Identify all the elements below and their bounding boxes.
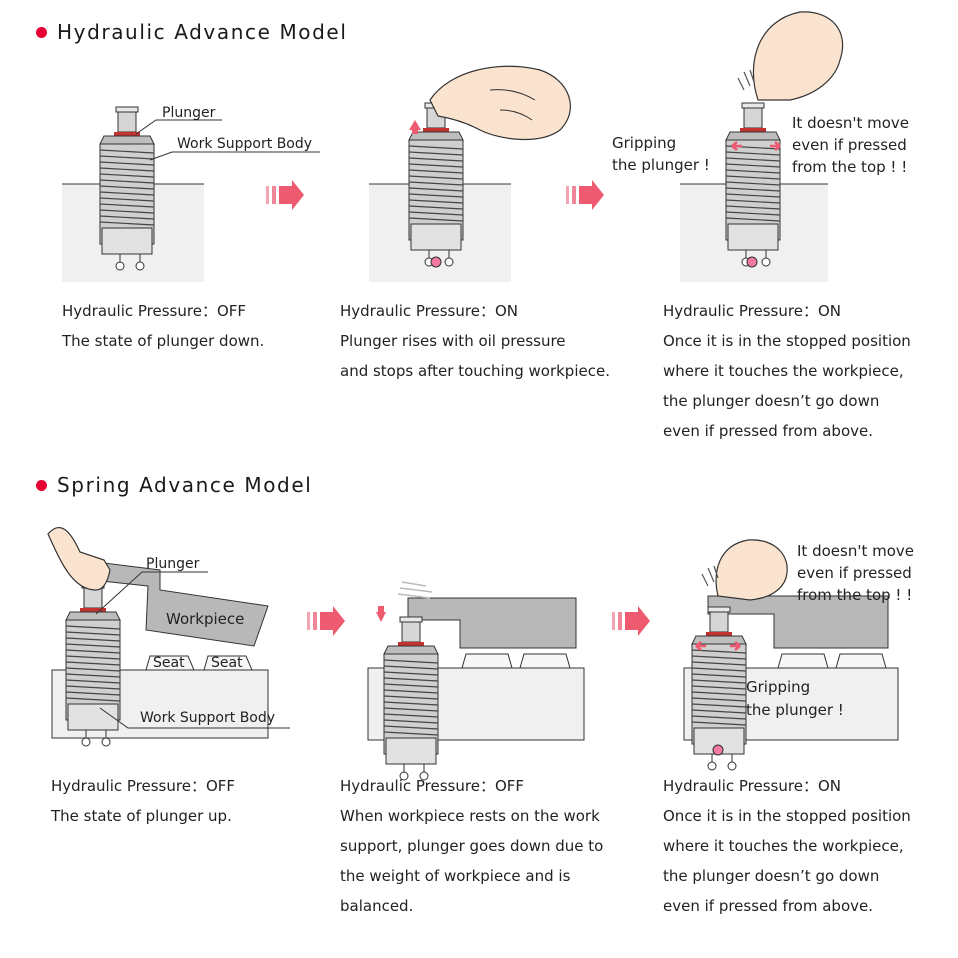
caption-line: the plunger doesn’t go down <box>663 392 880 410</box>
seat-block <box>203 655 253 671</box>
caption-line: Hydraulic Pressure：ON <box>663 302 841 320</box>
workpiece-shape <box>407 597 577 649</box>
workpiece-label: Workpiece <box>166 610 244 628</box>
impact-lines-icon <box>737 69 755 91</box>
hydraulic-caption-3: Hydraulic Pressure：ON Once it is in the … <box>663 296 911 446</box>
caption-line: The state of plunger up. <box>51 807 232 825</box>
caption-line: and stops after touching workpiece. <box>340 362 610 380</box>
motion-lines-icon <box>397 581 433 599</box>
no-move-label-line1: It doesn't move <box>797 542 914 560</box>
step-arrow-icon <box>266 180 304 210</box>
rise-arrow-icon <box>409 120 421 134</box>
caption-line: Hydraulic Pressure：ON <box>663 777 841 795</box>
spring-caption-3: Hydraulic Pressure：ON Once it is in the … <box>663 771 911 921</box>
work-support-body-label: Work Support Body <box>140 710 275 726</box>
work-support-4 <box>65 582 121 747</box>
no-move-label-line2: even if pressed <box>792 136 907 154</box>
spring-title-text: Spring Advance Model <box>57 473 313 497</box>
spring-caption-1: Hydraulic Pressure：OFF The state of plun… <box>51 771 235 831</box>
plunger-label: Plunger <box>162 105 216 121</box>
caption-line: Hydraulic Pressure：ON <box>340 302 518 320</box>
step-arrow-icon <box>566 180 604 210</box>
seat-block <box>519 653 571 669</box>
hydraulic-section-title: Hydraulic Advance Model <box>36 20 348 44</box>
caption-line: When workpiece rests on the work <box>340 807 600 825</box>
grip-arrow-icon <box>730 641 741 651</box>
hydraulic-title-text: Hydraulic Advance Model <box>57 20 348 44</box>
grip-arrow-icon <box>731 141 742 151</box>
no-move-label-line3: from the top ! ! <box>792 158 907 176</box>
caption-line: even if pressed from above. <box>663 422 873 440</box>
oil-port-active <box>712 744 724 756</box>
gripping-label-line2: the plunger ! <box>612 156 710 174</box>
descend-arrow-icon <box>376 606 386 622</box>
oil-port-active <box>430 256 442 268</box>
pressing-hand-icon <box>715 539 788 601</box>
seat-block <box>461 653 513 669</box>
seat-block <box>145 655 195 671</box>
seat-block <box>777 653 829 669</box>
caption-line: Once it is in the stopped position <box>663 807 911 825</box>
caption-line: Hydraulic Pressure：OFF <box>340 777 525 795</box>
caption-line: support, plunger goes down due to <box>340 837 604 855</box>
caption-line: Plunger rises with oil pressure <box>340 332 566 350</box>
impact-lines-icon <box>701 565 719 587</box>
plunger-label: Plunger <box>146 556 200 572</box>
no-move-label-line1: It doesn't move <box>792 114 909 132</box>
caption-line: where it touches the workpiece, <box>663 362 904 380</box>
caption-line: the plunger doesn’t go down <box>663 867 880 885</box>
work-support-1 <box>99 106 155 271</box>
grip-arrow-icon <box>770 141 781 151</box>
hydraulic-caption-2: Hydraulic Pressure：ON Plunger rises with… <box>340 296 610 386</box>
caption-line: the weight of workpiece and is <box>340 867 571 885</box>
caption-line: where it touches the workpiece, <box>663 837 904 855</box>
work-support-body-label: Work Support Body <box>177 136 312 152</box>
grip-arrow-icon <box>695 641 706 651</box>
seat-label: Seat <box>153 655 185 671</box>
pressing-hand-icon <box>752 11 844 101</box>
gripping-label-line1: Gripping <box>746 678 810 696</box>
finger-hand-icon <box>429 65 572 141</box>
oil-port-active <box>746 256 758 268</box>
bullet-icon <box>36 479 47 491</box>
step-arrow-icon <box>612 606 650 636</box>
gripping-label-line2: the plunger ! <box>746 701 844 719</box>
caption-line: The state of plunger down. <box>62 332 265 350</box>
holding-hand-icon <box>47 527 111 591</box>
workpiece-shape <box>707 595 889 649</box>
caption-line: Hydraulic Pressure：OFF <box>51 777 236 795</box>
work-support-3 <box>725 102 781 267</box>
seat-label: Seat <box>211 655 243 671</box>
step-arrow-icon <box>307 606 345 636</box>
bullet-icon <box>36 26 47 38</box>
caption-line: Hydraulic Pressure：OFF <box>62 302 247 320</box>
hydraulic-caption-1: Hydraulic Pressure：OFF The state of plun… <box>62 296 264 356</box>
seat-block <box>835 653 887 669</box>
spring-section-title: Spring Advance Model <box>36 473 312 497</box>
spring-caption-2: Hydraulic Pressure：OFF When workpiece re… <box>340 771 603 921</box>
caption-line: even if pressed from above. <box>663 897 873 915</box>
no-move-label-line3: from the top ! ! <box>797 586 912 604</box>
caption-line: balanced. <box>340 897 414 915</box>
no-move-label-line2: even if pressed <box>797 564 912 582</box>
work-support-5 <box>383 616 439 781</box>
gripping-label-line1: Gripping <box>612 134 676 152</box>
workpiece-shape <box>91 561 269 647</box>
caption-line: Once it is in the stopped position <box>663 332 911 350</box>
